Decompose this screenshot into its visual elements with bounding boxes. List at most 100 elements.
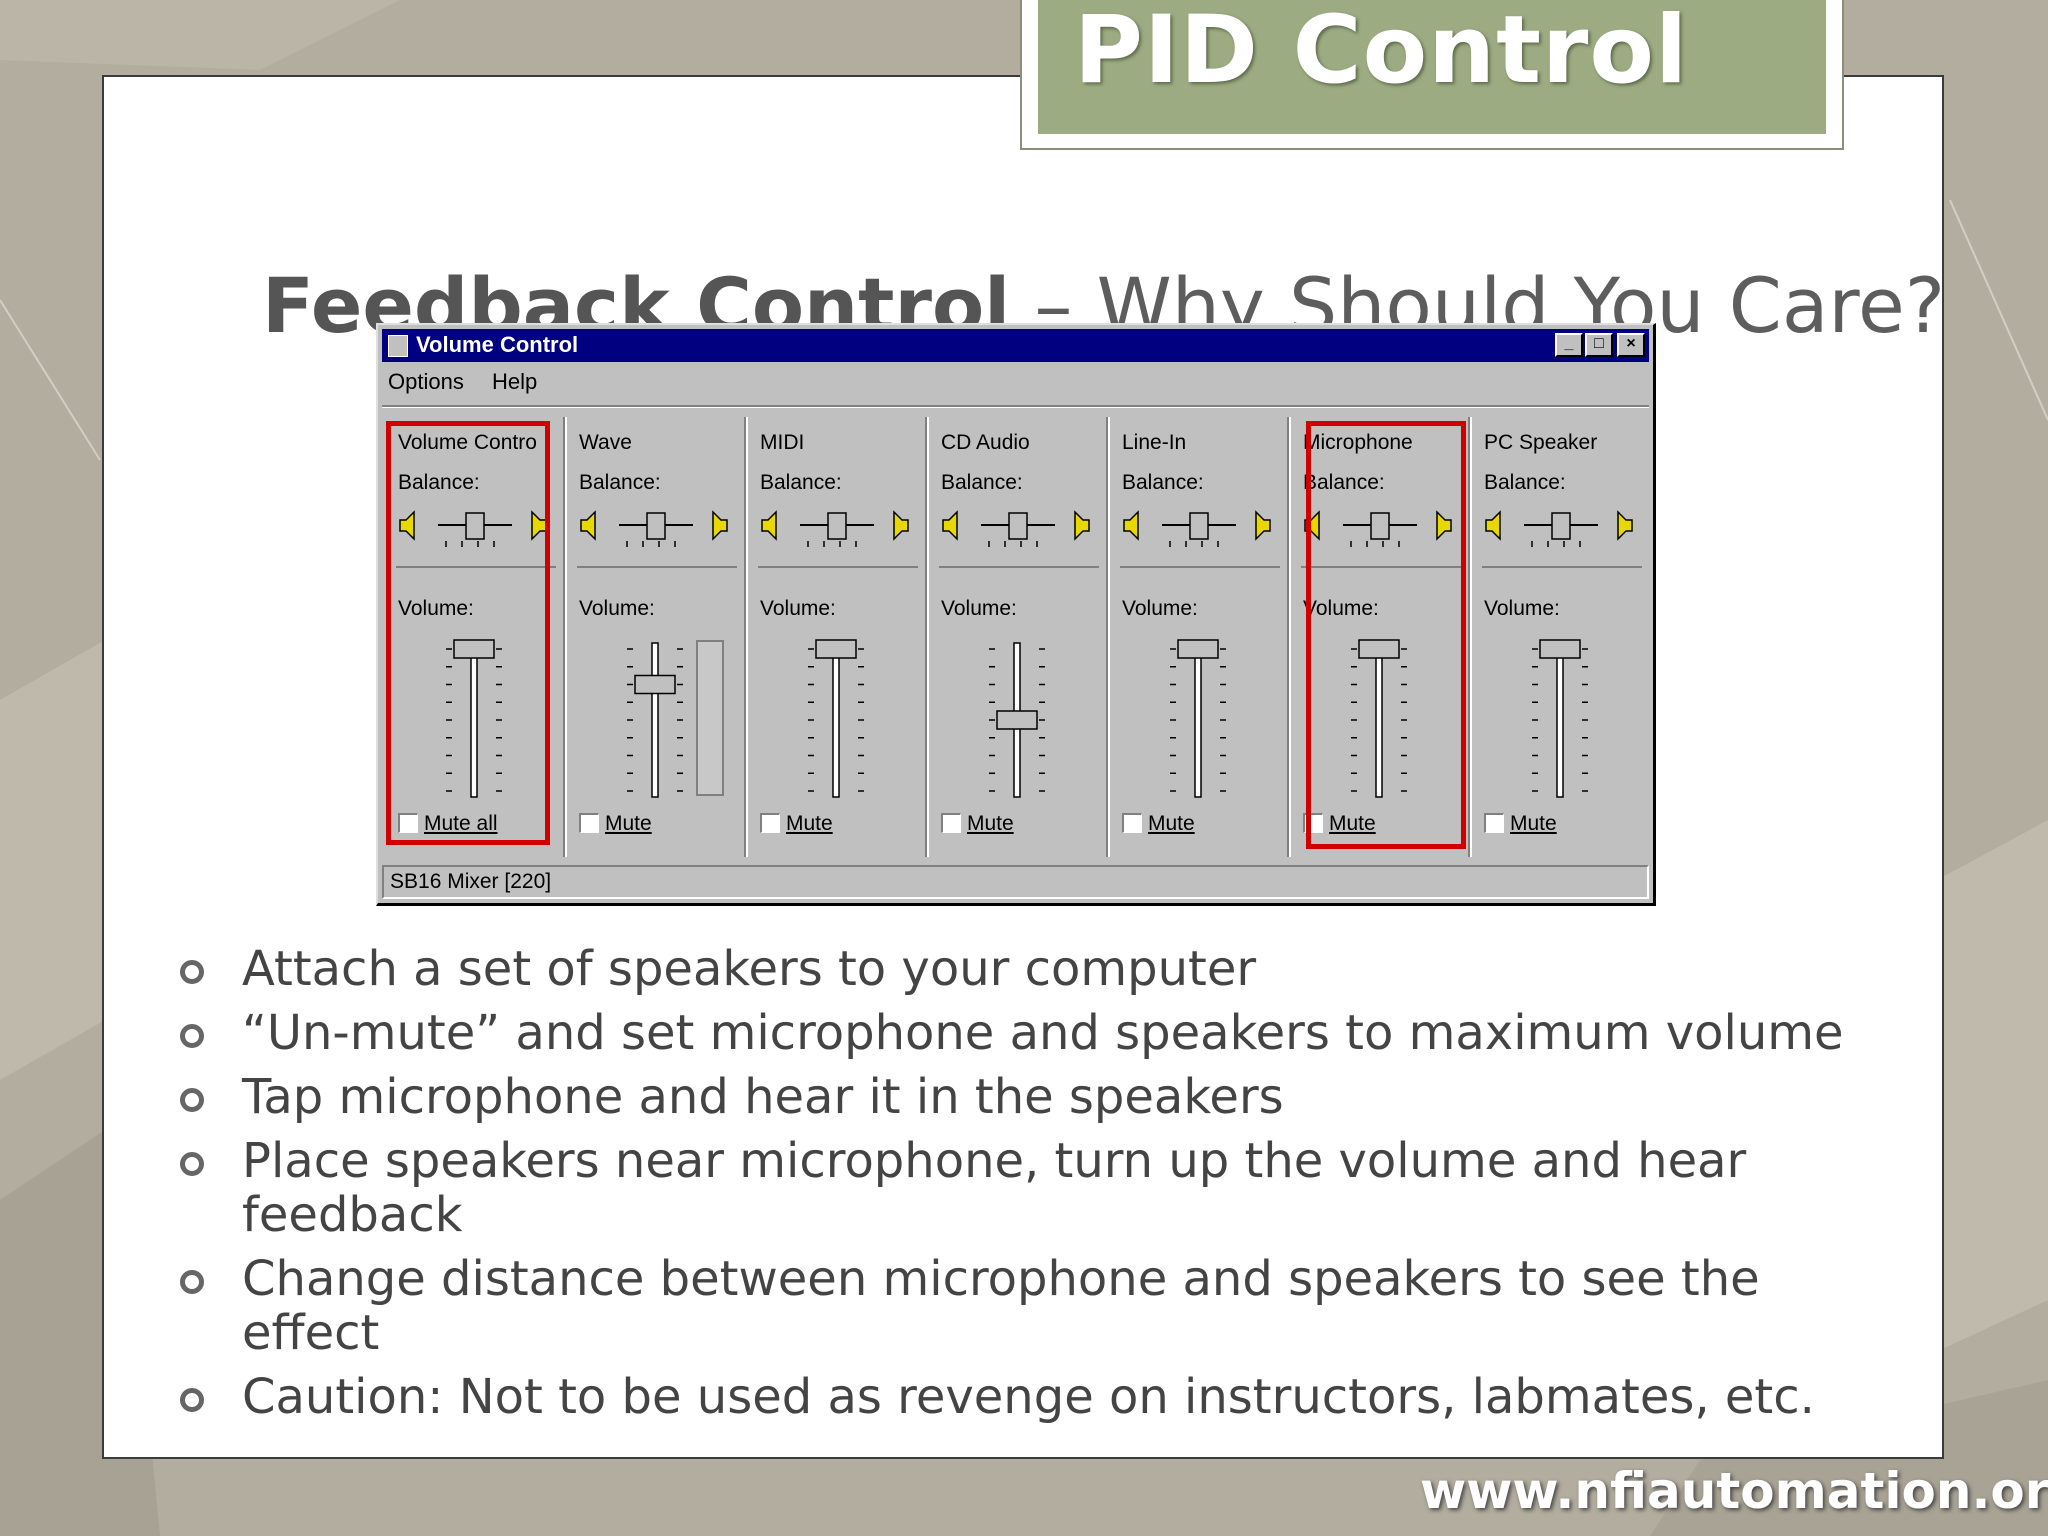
balance-label: Balance: [579, 471, 661, 494]
bullet-text: Place speakers near microphone, turn up … [242, 1133, 1747, 1243]
volume-track [832, 642, 840, 798]
volume-track [1194, 642, 1202, 798]
balance-slider-knob[interactable] [1008, 512, 1028, 540]
balance-slider-knob[interactable] [1551, 512, 1571, 540]
column-controls [758, 510, 918, 798]
minimize-button[interactable]: _ [1555, 333, 1583, 357]
balance-label: Balance: [398, 471, 480, 494]
volume-label: Volume: [1303, 597, 1379, 620]
badge-background [1038, 0, 1826, 134]
speaker-right-icon [1617, 510, 1633, 541]
column-divider [1106, 417, 1110, 857]
speaker-app-icon [388, 335, 408, 357]
status-bar: SB16 Mixer [220] [382, 865, 1649, 899]
mute-label: Mute [1148, 812, 1195, 835]
volume-track [1556, 642, 1564, 798]
bullet-item: Change distance between microphone and s… [172, 1252, 1912, 1360]
volume-slider-knob[interactable] [1358, 639, 1400, 659]
volume-label: Volume: [398, 597, 474, 620]
mute-label: Mute [1510, 812, 1557, 835]
bullet-item: Attach a set of speakers to your compute… [172, 942, 1912, 996]
speaker-right-icon [1255, 510, 1271, 541]
speaker-left-icon [761, 510, 777, 541]
column-controls [1120, 510, 1280, 798]
speaker-right-icon [1074, 510, 1090, 541]
column-divider [1287, 417, 1291, 857]
bullet-ring-icon [180, 1270, 204, 1294]
speaker-left-icon [1123, 510, 1139, 541]
column-name: MIDI [760, 431, 805, 454]
column-name: Volume Contro [398, 431, 537, 454]
volume-track [651, 642, 659, 798]
balance-slider-knob[interactable] [465, 512, 485, 540]
bullet-ring-icon [180, 1024, 204, 1048]
speaker-right-icon [893, 510, 909, 541]
volume-slider-knob[interactable] [1177, 639, 1219, 659]
mute-checkbox[interactable] [941, 813, 961, 833]
menu-bar: Options Help [388, 369, 559, 399]
footer-url: www.nfiautomation.org [1420, 1462, 2048, 1520]
window-titlebar[interactable]: Volume Control _ □ × [382, 329, 1649, 362]
level-meter [696, 640, 724, 796]
bullet-item: Caution: Not to be used as revenge on in… [172, 1370, 1912, 1424]
balance-label: Balance: [1122, 471, 1204, 494]
column-divider [563, 417, 567, 857]
highlight-volume-control [386, 421, 550, 845]
bullet-ring-icon [180, 1152, 204, 1176]
column-divider [925, 417, 929, 857]
mute-checkbox[interactable] [760, 813, 780, 833]
volume-slider-knob[interactable] [1539, 639, 1581, 659]
mute-label: Mute [967, 812, 1014, 835]
bullet-text: Attach a set of speakers to your compute… [242, 941, 1257, 997]
column-name: Line-In [1122, 431, 1187, 454]
bullet-text: “Un-mute” and set microphone and speaker… [242, 1005, 1844, 1061]
menu-options[interactable]: Options [388, 369, 464, 394]
mute-checkbox[interactable] [1122, 813, 1142, 833]
menu-help[interactable]: Help [491, 369, 538, 394]
bullet-ring-icon [180, 960, 204, 984]
column-name: PC Speaker [1484, 431, 1598, 454]
balance-label: Balance: [1484, 471, 1566, 494]
bullet-ring-icon [180, 1088, 204, 1112]
speaker-left-icon [399, 510, 415, 541]
column-controls [1482, 510, 1642, 798]
speaker-right-icon [712, 510, 728, 541]
speaker-right-icon [1436, 510, 1452, 541]
balance-label: Balance: [1303, 471, 1385, 494]
speaker-left-icon [580, 510, 596, 541]
volume-label: Volume: [1484, 597, 1560, 620]
bullet-list: Attach a set of speakers to your compute… [172, 942, 1912, 1434]
volume-slider-knob[interactable] [996, 710, 1038, 730]
mute-checkbox[interactable] [1484, 813, 1504, 833]
volume-slider-knob[interactable] [815, 639, 857, 659]
volume-control-window: Volume Control _ □ × Options Help Volume… [376, 323, 1656, 906]
window-title: Volume Control [416, 332, 579, 357]
balance-slider-knob[interactable] [1189, 512, 1209, 540]
column-name: Wave [579, 431, 632, 454]
column-name: CD Audio [941, 431, 1030, 454]
volume-slider-knob[interactable] [634, 674, 676, 695]
balance-slider-knob[interactable] [1370, 512, 1390, 540]
volume-label: Volume: [579, 597, 655, 620]
speaker-left-icon [942, 510, 958, 541]
balance-slider-knob[interactable] [646, 512, 666, 540]
bullet-item: Tap microphone and hear it in the speake… [172, 1070, 1912, 1124]
balance-slider-knob[interactable] [827, 512, 847, 540]
close-button[interactable]: × [1617, 333, 1645, 357]
volume-label: Volume: [1122, 597, 1198, 620]
maximize-button[interactable]: □ [1585, 333, 1613, 357]
column-name: Microphone [1303, 431, 1413, 454]
mute-checkbox[interactable] [398, 813, 418, 833]
mute-checkbox[interactable] [579, 813, 599, 833]
volume-slider-knob[interactable] [453, 639, 495, 659]
highlight-microphone [1306, 421, 1466, 849]
title-badge: PID Control [1020, 0, 1844, 150]
balance-label: Balance: [760, 471, 842, 494]
mute-label: Mute [1329, 812, 1376, 835]
